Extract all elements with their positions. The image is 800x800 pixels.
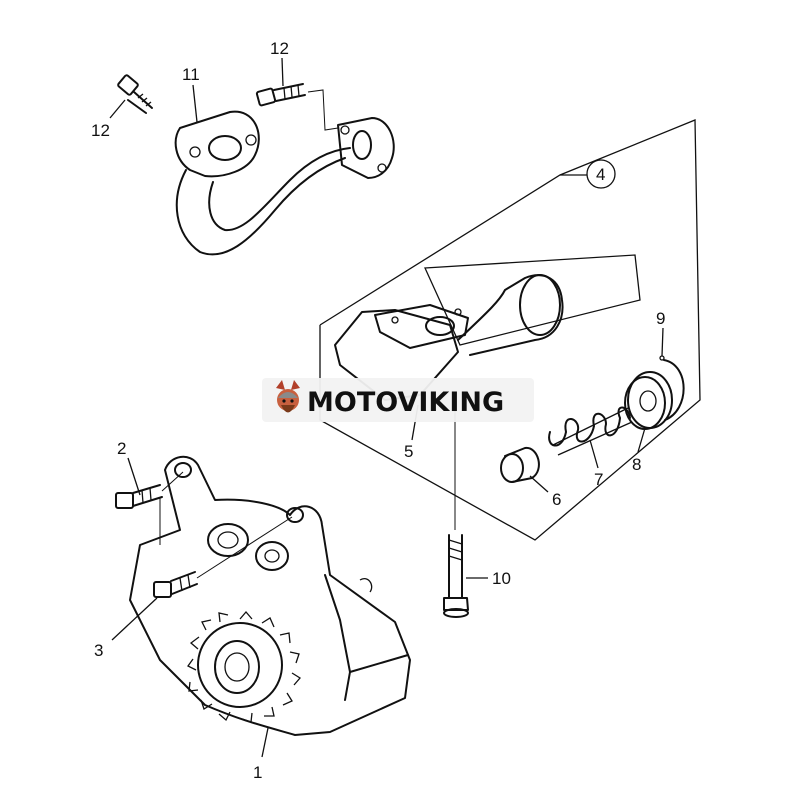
bolt-part-3 xyxy=(153,571,198,598)
piston-part-6 xyxy=(500,446,540,483)
callout-4-circle xyxy=(586,159,616,189)
watermark-banner: MOTOVIKING xyxy=(262,378,534,422)
callout-6: 6 xyxy=(552,490,561,509)
assembly-box-part-4 xyxy=(319,119,701,541)
long-bolt-part-10 xyxy=(443,534,469,618)
callout-12-right: 12 xyxy=(270,39,289,58)
callout-7: 7 xyxy=(594,470,603,489)
oil-pipe-part-11 xyxy=(174,110,395,256)
viking-mascot-icon xyxy=(276,380,300,413)
bolt-part-12-left xyxy=(117,74,153,114)
callout-leaders xyxy=(109,57,664,758)
callout-1: 1 xyxy=(253,763,262,782)
callout-10: 10 xyxy=(492,569,511,588)
watermark-text: MOTOVIKING xyxy=(307,387,504,418)
bolt-part-12-right xyxy=(255,83,306,107)
bolt-part-2 xyxy=(115,484,163,509)
leader-3-dashed xyxy=(196,516,293,579)
callout-9: 9 xyxy=(656,309,665,328)
spring-part-7 xyxy=(548,406,633,456)
callout-2: 2 xyxy=(117,439,126,458)
callout-4: 4 xyxy=(596,165,605,184)
leader-12-right-to-pipe xyxy=(307,89,339,131)
callout-8: 8 xyxy=(632,455,641,474)
leader-2-dashed xyxy=(161,471,184,492)
callout-12-left: 12 xyxy=(91,121,110,140)
regulator-housing-part-5 xyxy=(334,254,641,401)
drive-gear xyxy=(187,611,301,723)
callout-11: 11 xyxy=(182,65,200,84)
callout-5: 5 xyxy=(404,442,413,461)
callout-3: 3 xyxy=(94,641,103,660)
